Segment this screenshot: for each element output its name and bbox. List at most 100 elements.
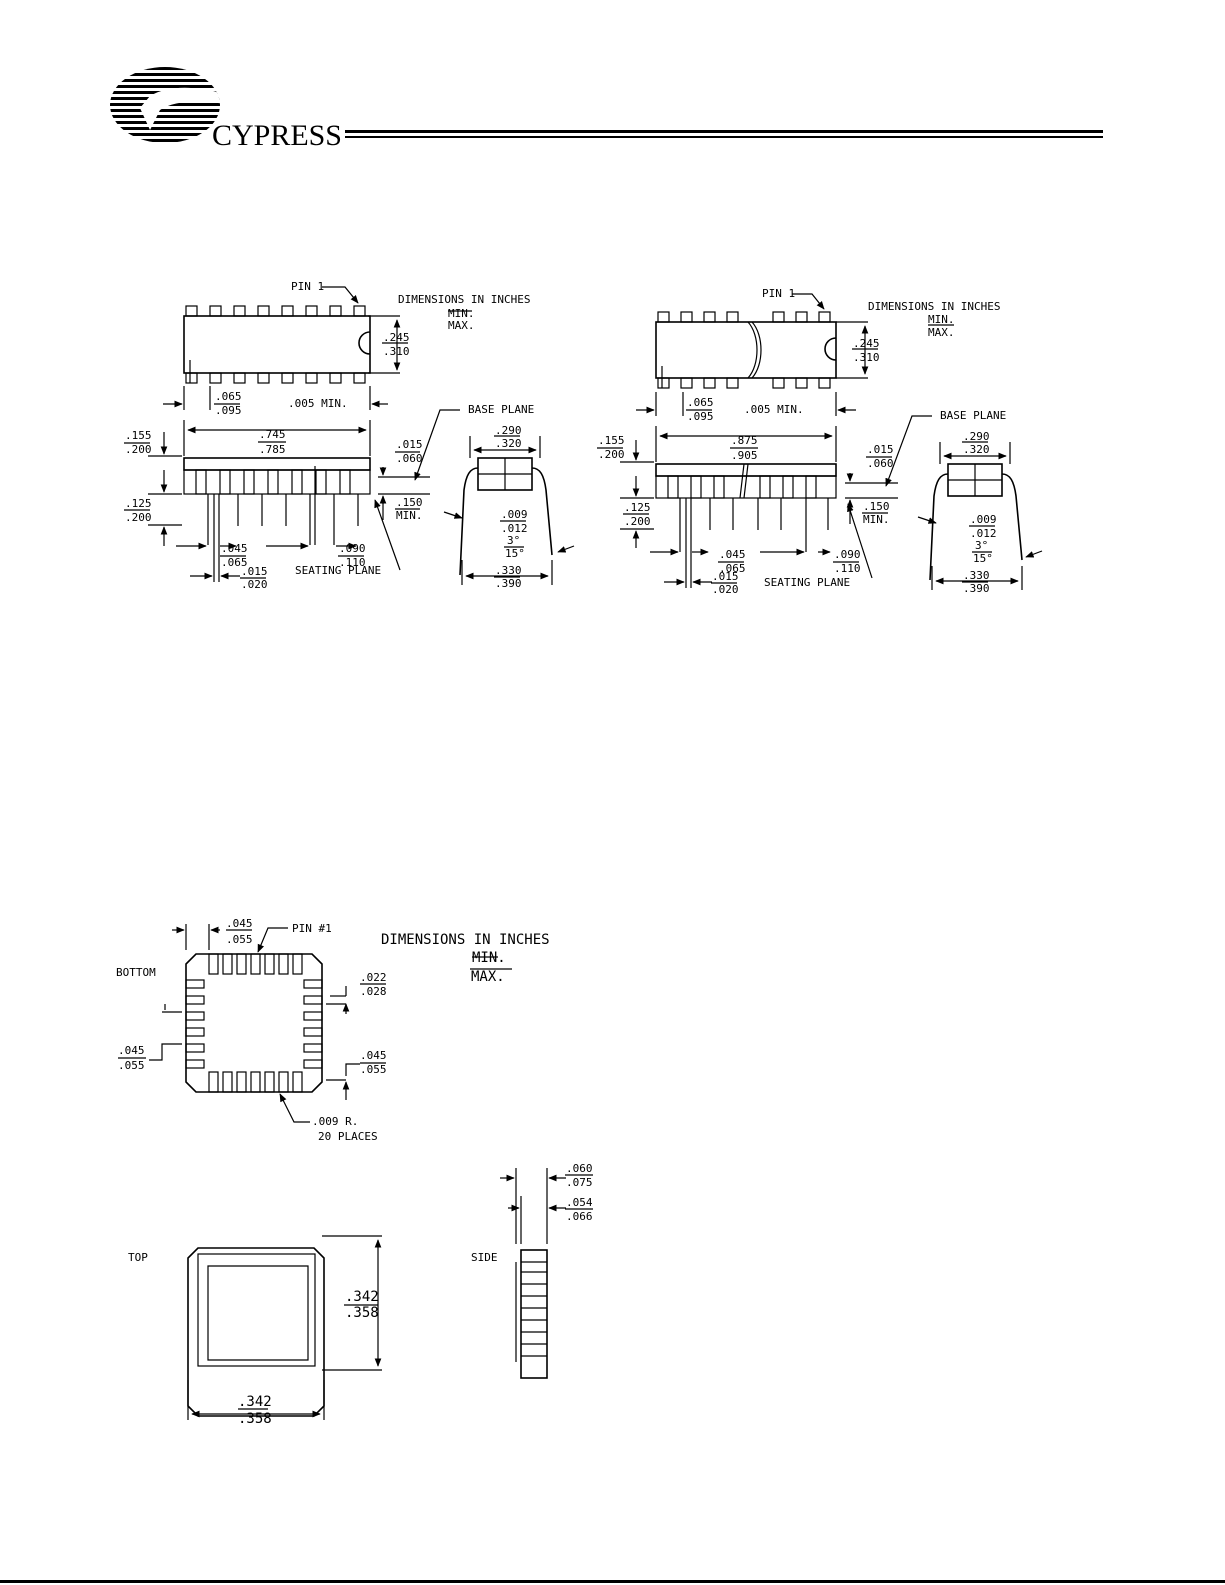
lcc-pin1-label: PIN #1 [292, 922, 332, 935]
h-min: .155 [598, 434, 625, 447]
seat-max: MIN. [863, 513, 890, 526]
dim-min: MIN. [928, 313, 955, 326]
spacing-max: .110 [339, 556, 366, 569]
lcc-h-max: .358 [345, 1305, 379, 1321]
lcc-dim-max: MAX. [471, 969, 505, 985]
end-max: .095 [687, 410, 714, 423]
h-max: .200 [598, 448, 625, 461]
width-min: .245 [853, 337, 880, 350]
cypress-logo-icon [110, 67, 220, 142]
span-max: .390 [963, 582, 990, 595]
base-plane-label: BASE PLANE [468, 403, 534, 416]
lw-max: .020 [241, 578, 268, 591]
lcc-bottom-label: BOTTOM [116, 966, 156, 979]
span-max: .390 [495, 577, 522, 590]
ew-max: .320 [495, 437, 522, 450]
lead-min: .125 [125, 497, 152, 510]
ang-min: 3° [975, 539, 988, 552]
lcc-side-label: SIDE [471, 1251, 498, 1264]
lead-max: .200 [125, 511, 152, 524]
lcc-package-drawing: .045 .055 PIN #1 DIMENSIONS IN INCHES MI… [116, 917, 593, 1427]
header-rule [345, 130, 1103, 133]
dim-min: MIN. [448, 307, 475, 320]
lcc-radius: .009 R. [312, 1115, 358, 1128]
lcc-pad-max: .028 [360, 985, 387, 998]
pitch-max: .065 [719, 562, 746, 575]
stand-max: .060 [867, 457, 894, 470]
pitch-min: .045 [719, 548, 746, 561]
lead-min: .125 [624, 501, 651, 514]
pitch-max: .065 [221, 556, 248, 569]
lw-min: .015 [712, 570, 739, 583]
end-min: .065 [215, 390, 242, 403]
lw-max: .020 [712, 583, 739, 596]
dim-max: MAX. [928, 326, 955, 339]
ew-min: .290 [495, 424, 522, 437]
ang-max: 15° [505, 547, 525, 560]
dip-package-1-drawing: PIN 1 DIMENSIONS IN INCHES MIN. MAX. .24… [124, 280, 575, 591]
stand-min: .015 [396, 438, 423, 451]
ew-max: .320 [963, 443, 990, 456]
t-max: .012 [501, 522, 528, 535]
width-min: .245 [383, 331, 410, 344]
lcc-h-min: .342 [345, 1289, 379, 1305]
lcc-left-max: .055 [118, 1059, 145, 1072]
dim-title: DIMENSIONS IN INCHES [398, 293, 530, 306]
dim-title: DIMENSIONS IN INCHES [868, 300, 1000, 313]
end-min: .065 [687, 396, 714, 409]
lcc-th1-min: .060 [566, 1162, 593, 1175]
lcc-th2-min: .054 [566, 1196, 593, 1209]
lcc-w-min: .342 [238, 1394, 272, 1410]
ew-min: .290 [963, 430, 990, 443]
gap-label: .005 MIN. [288, 397, 348, 410]
t-min: .009 [501, 508, 528, 521]
len-max: .785 [259, 443, 286, 456]
lcc-pad-min: .022 [360, 971, 387, 984]
lcc-dim-min: MIN. [472, 950, 506, 966]
header: CYPRESS [110, 67, 1103, 152]
t-min: .009 [970, 513, 997, 526]
len-max: .905 [731, 449, 758, 462]
h-min: .155 [125, 429, 152, 442]
pin1-label: PIN 1 [291, 280, 324, 293]
len-min: .875 [731, 434, 758, 447]
spacing-min: .090 [834, 548, 861, 561]
span-min: .330 [963, 569, 990, 582]
lead-max: .200 [624, 515, 651, 528]
lcc-right-min: .045 [360, 1049, 387, 1062]
seat-max: MIN. [396, 509, 423, 522]
end-max: .095 [215, 404, 242, 417]
spacing-min: .090 [339, 542, 366, 555]
lcc-right-max: .055 [360, 1063, 387, 1076]
base-plane-label: BASE PLANE [940, 409, 1006, 422]
stand-min: .015 [867, 443, 894, 456]
seating-plane-label: SEATING PLANE [764, 576, 850, 589]
lcc-th1-max: .075 [566, 1176, 593, 1189]
ang-max: 15° [973, 552, 993, 565]
h-max: .200 [125, 443, 152, 456]
lcc-th2-max: .066 [566, 1210, 593, 1223]
width-max: .310 [853, 351, 880, 364]
lcc-places: 20 PLACES [318, 1130, 378, 1143]
len-min: .745 [259, 428, 286, 441]
dim-max: MAX. [448, 319, 475, 332]
lcc-top-label: TOP [128, 1251, 148, 1264]
brand-wordmark: CYPRESS [212, 119, 342, 152]
lcc-w-max: .358 [238, 1411, 272, 1427]
header-rule-2 [345, 136, 1103, 138]
lcc-pitch-max: .055 [226, 933, 253, 946]
lcc-left-min: .045 [118, 1044, 145, 1057]
pitch-min: .045 [221, 542, 248, 555]
gap-label: .005 MIN. [744, 403, 804, 416]
width-max: .310 [383, 345, 410, 358]
lw-min: .015 [241, 565, 268, 578]
seat-min: .150 [863, 500, 890, 513]
footer-rule [0, 1580, 1225, 1583]
lcc-dim-title: DIMENSIONS IN INCHES [381, 932, 550, 948]
lcc-pitch-min: .045 [226, 917, 253, 930]
seating-plane-label: SEATING PLANE [295, 564, 381, 577]
dip-package-2-drawing: PIN 1 DIMENSIONS IN INCHES MIN. MAX. .24… [597, 287, 1043, 596]
spacing-max: .110 [834, 562, 861, 575]
pin1-label: PIN 1 [762, 287, 795, 300]
